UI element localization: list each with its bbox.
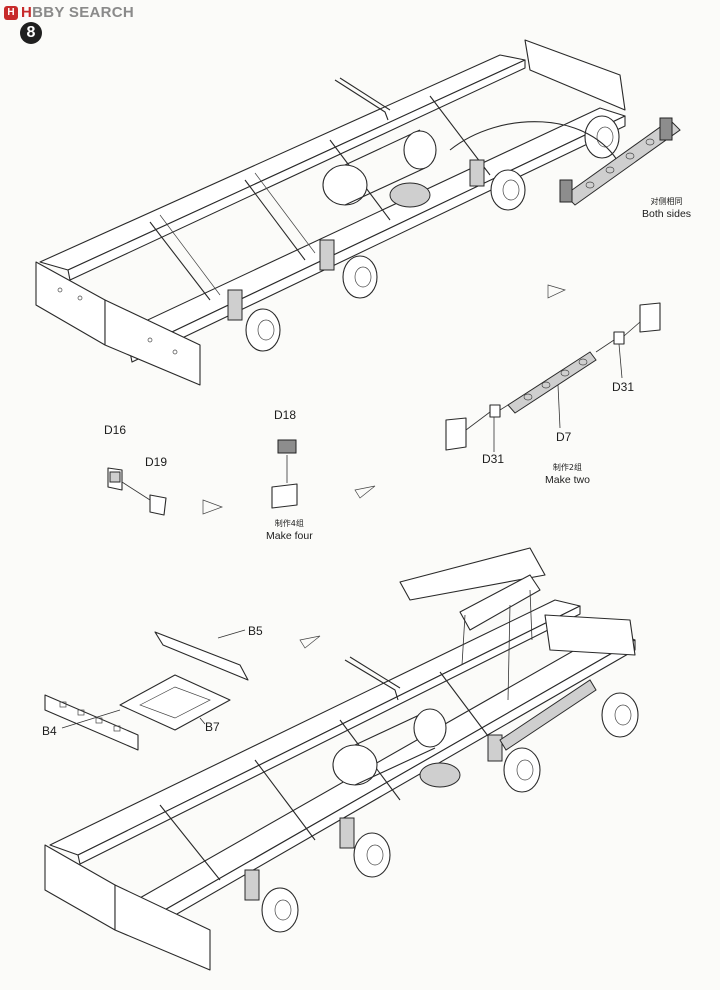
part-label-d31-top: D31 <box>612 380 635 394</box>
hobby-search-watermark: H HBBY SEARCH <box>4 4 134 21</box>
note-make-four-zh: 制作4组 <box>274 519 304 528</box>
note-both-sides: 对侧相同 Both sides <box>642 196 691 220</box>
note-make-two-zh: 制作2组 <box>552 463 583 472</box>
note-both-sides-en: Both sides <box>642 208 692 220</box>
note-make-four-en: Make four <box>266 530 313 542</box>
step-number-badge: 8 <box>20 22 42 44</box>
part-label-d16: D16 <box>104 423 127 437</box>
part-label-d19: D19 <box>145 455 168 469</box>
note-make-two: 制作2组 Make two <box>545 462 590 486</box>
part-label-d31-bottom: D31 <box>482 452 505 466</box>
watermark-logo-icon: H <box>4 5 18 20</box>
part-label-b5: B5 <box>248 624 263 638</box>
lower-chassis-illustration <box>44 547 639 971</box>
note-make-four: 制作4组 Make four <box>266 518 313 542</box>
watermark-brand: HBBY SEARCH <box>21 4 135 21</box>
b-part-subassemblies <box>44 629 249 751</box>
upper-chassis-illustration <box>35 39 681 649</box>
part-label-d7: D7 <box>556 430 572 444</box>
note-both-sides-zh: 对侧相同 <box>650 197 683 206</box>
d-part-subassemblies <box>107 302 661 516</box>
part-label-d18: D18 <box>274 408 297 422</box>
note-make-two-en: Make two <box>545 474 590 486</box>
part-label-b4: B4 <box>42 724 57 738</box>
part-label-b7: B7 <box>205 720 220 734</box>
